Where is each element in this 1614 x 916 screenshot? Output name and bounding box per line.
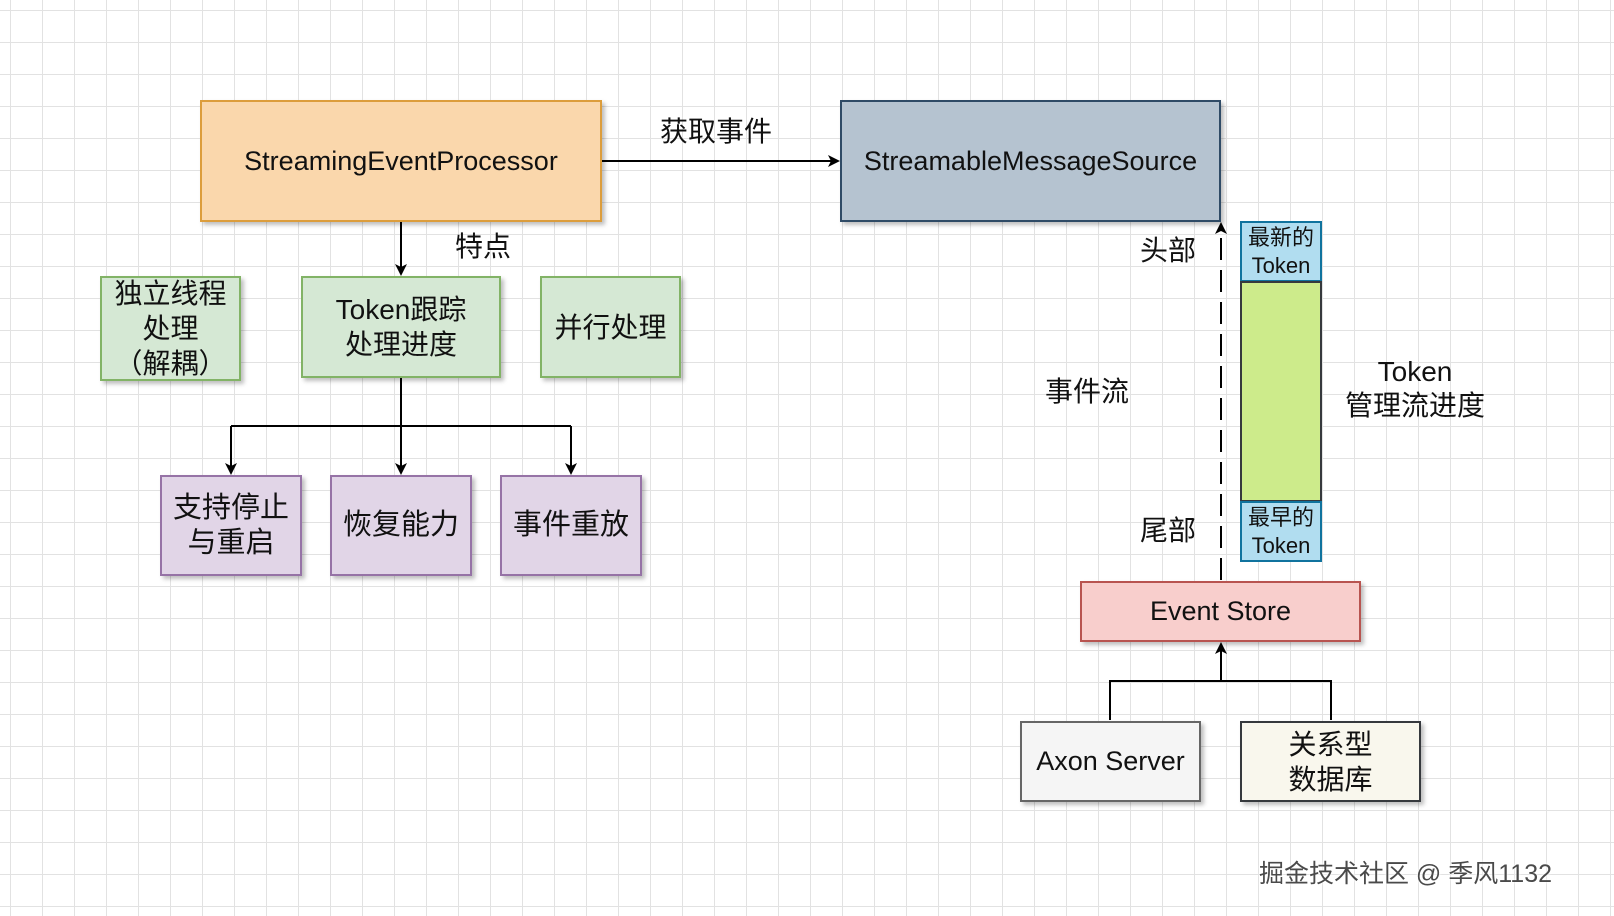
event-stream-label: 事件流	[1045, 376, 1130, 407]
axon-server-label: Axon Server	[1036, 746, 1185, 776]
latest-token-line-1: 最新的	[1247, 224, 1314, 250]
latest-token-line-2: Token	[1251, 252, 1311, 278]
token-range-bar	[1240, 281, 1322, 502]
token-progress-label: Token 管理流进度	[1345, 355, 1485, 423]
recovery-node: 恢复能力	[330, 475, 472, 576]
event-store-label: Event Store	[1149, 596, 1292, 626]
recovery-label: 恢复能力	[342, 509, 459, 541]
features-label: 特点	[455, 231, 512, 262]
streaming-event-processor-label: StreamingEventProcessor	[244, 145, 558, 176]
stop-restart-node: 支持停止 与重启	[160, 475, 302, 576]
streamable-message-source-label: StreamableMessageSource	[863, 145, 1198, 176]
stop-restart-line-2: 与重启	[187, 526, 275, 559]
replay-node: 事件重放	[500, 475, 642, 576]
parallel-processing-label: 并行处理	[554, 311, 667, 343]
relational-db-node: 关系型 数据库	[1240, 721, 1421, 802]
store-join	[1109, 680, 1332, 720]
token-progress-line-2: 管理流进度	[1345, 390, 1486, 421]
streaming-event-processor-node: StreamingEventProcessor	[200, 100, 602, 222]
relational-db-line-1: 关系型	[1288, 728, 1373, 760]
tail-label: 尾部	[1140, 515, 1197, 546]
stop-restart-line-1: 支持停止	[172, 491, 289, 524]
streamable-message-source-node: StreamableMessageSource	[840, 100, 1221, 222]
token-tracking-line-2: 处理进度	[344, 329, 457, 360]
watermark: 掘金技术社区 @ 季风1132	[1258, 860, 1552, 888]
token-tracking-line-1: Token跟踪	[335, 294, 467, 325]
earliest-token-node: 最早的 Token	[1240, 501, 1322, 562]
independent-thread-node: 独立线程 处理 （解耦）	[100, 276, 241, 381]
earliest-token-line-2: Token	[1251, 532, 1311, 558]
token-tracking-node: Token跟踪 处理进度	[301, 276, 501, 378]
independent-line-1: 独立线程	[114, 278, 227, 309]
replay-label: 事件重放	[512, 509, 629, 541]
head-label: 头部	[1140, 235, 1197, 266]
token-progress-line-1: Token	[1377, 356, 1453, 387]
parallel-processing-node: 并行处理	[540, 276, 681, 378]
latest-token-node: 最新的 Token	[1240, 221, 1322, 282]
event-store-node: Event Store	[1080, 581, 1361, 642]
earliest-token-line-1: 最早的	[1247, 504, 1314, 530]
fetch-events-label: 获取事件	[660, 116, 773, 147]
independent-line-3: （解耦）	[114, 348, 227, 379]
independent-line-2: 处理	[142, 313, 199, 344]
relational-db-line-2: 数据库	[1288, 763, 1373, 795]
axon-server-node: Axon Server	[1020, 721, 1201, 802]
